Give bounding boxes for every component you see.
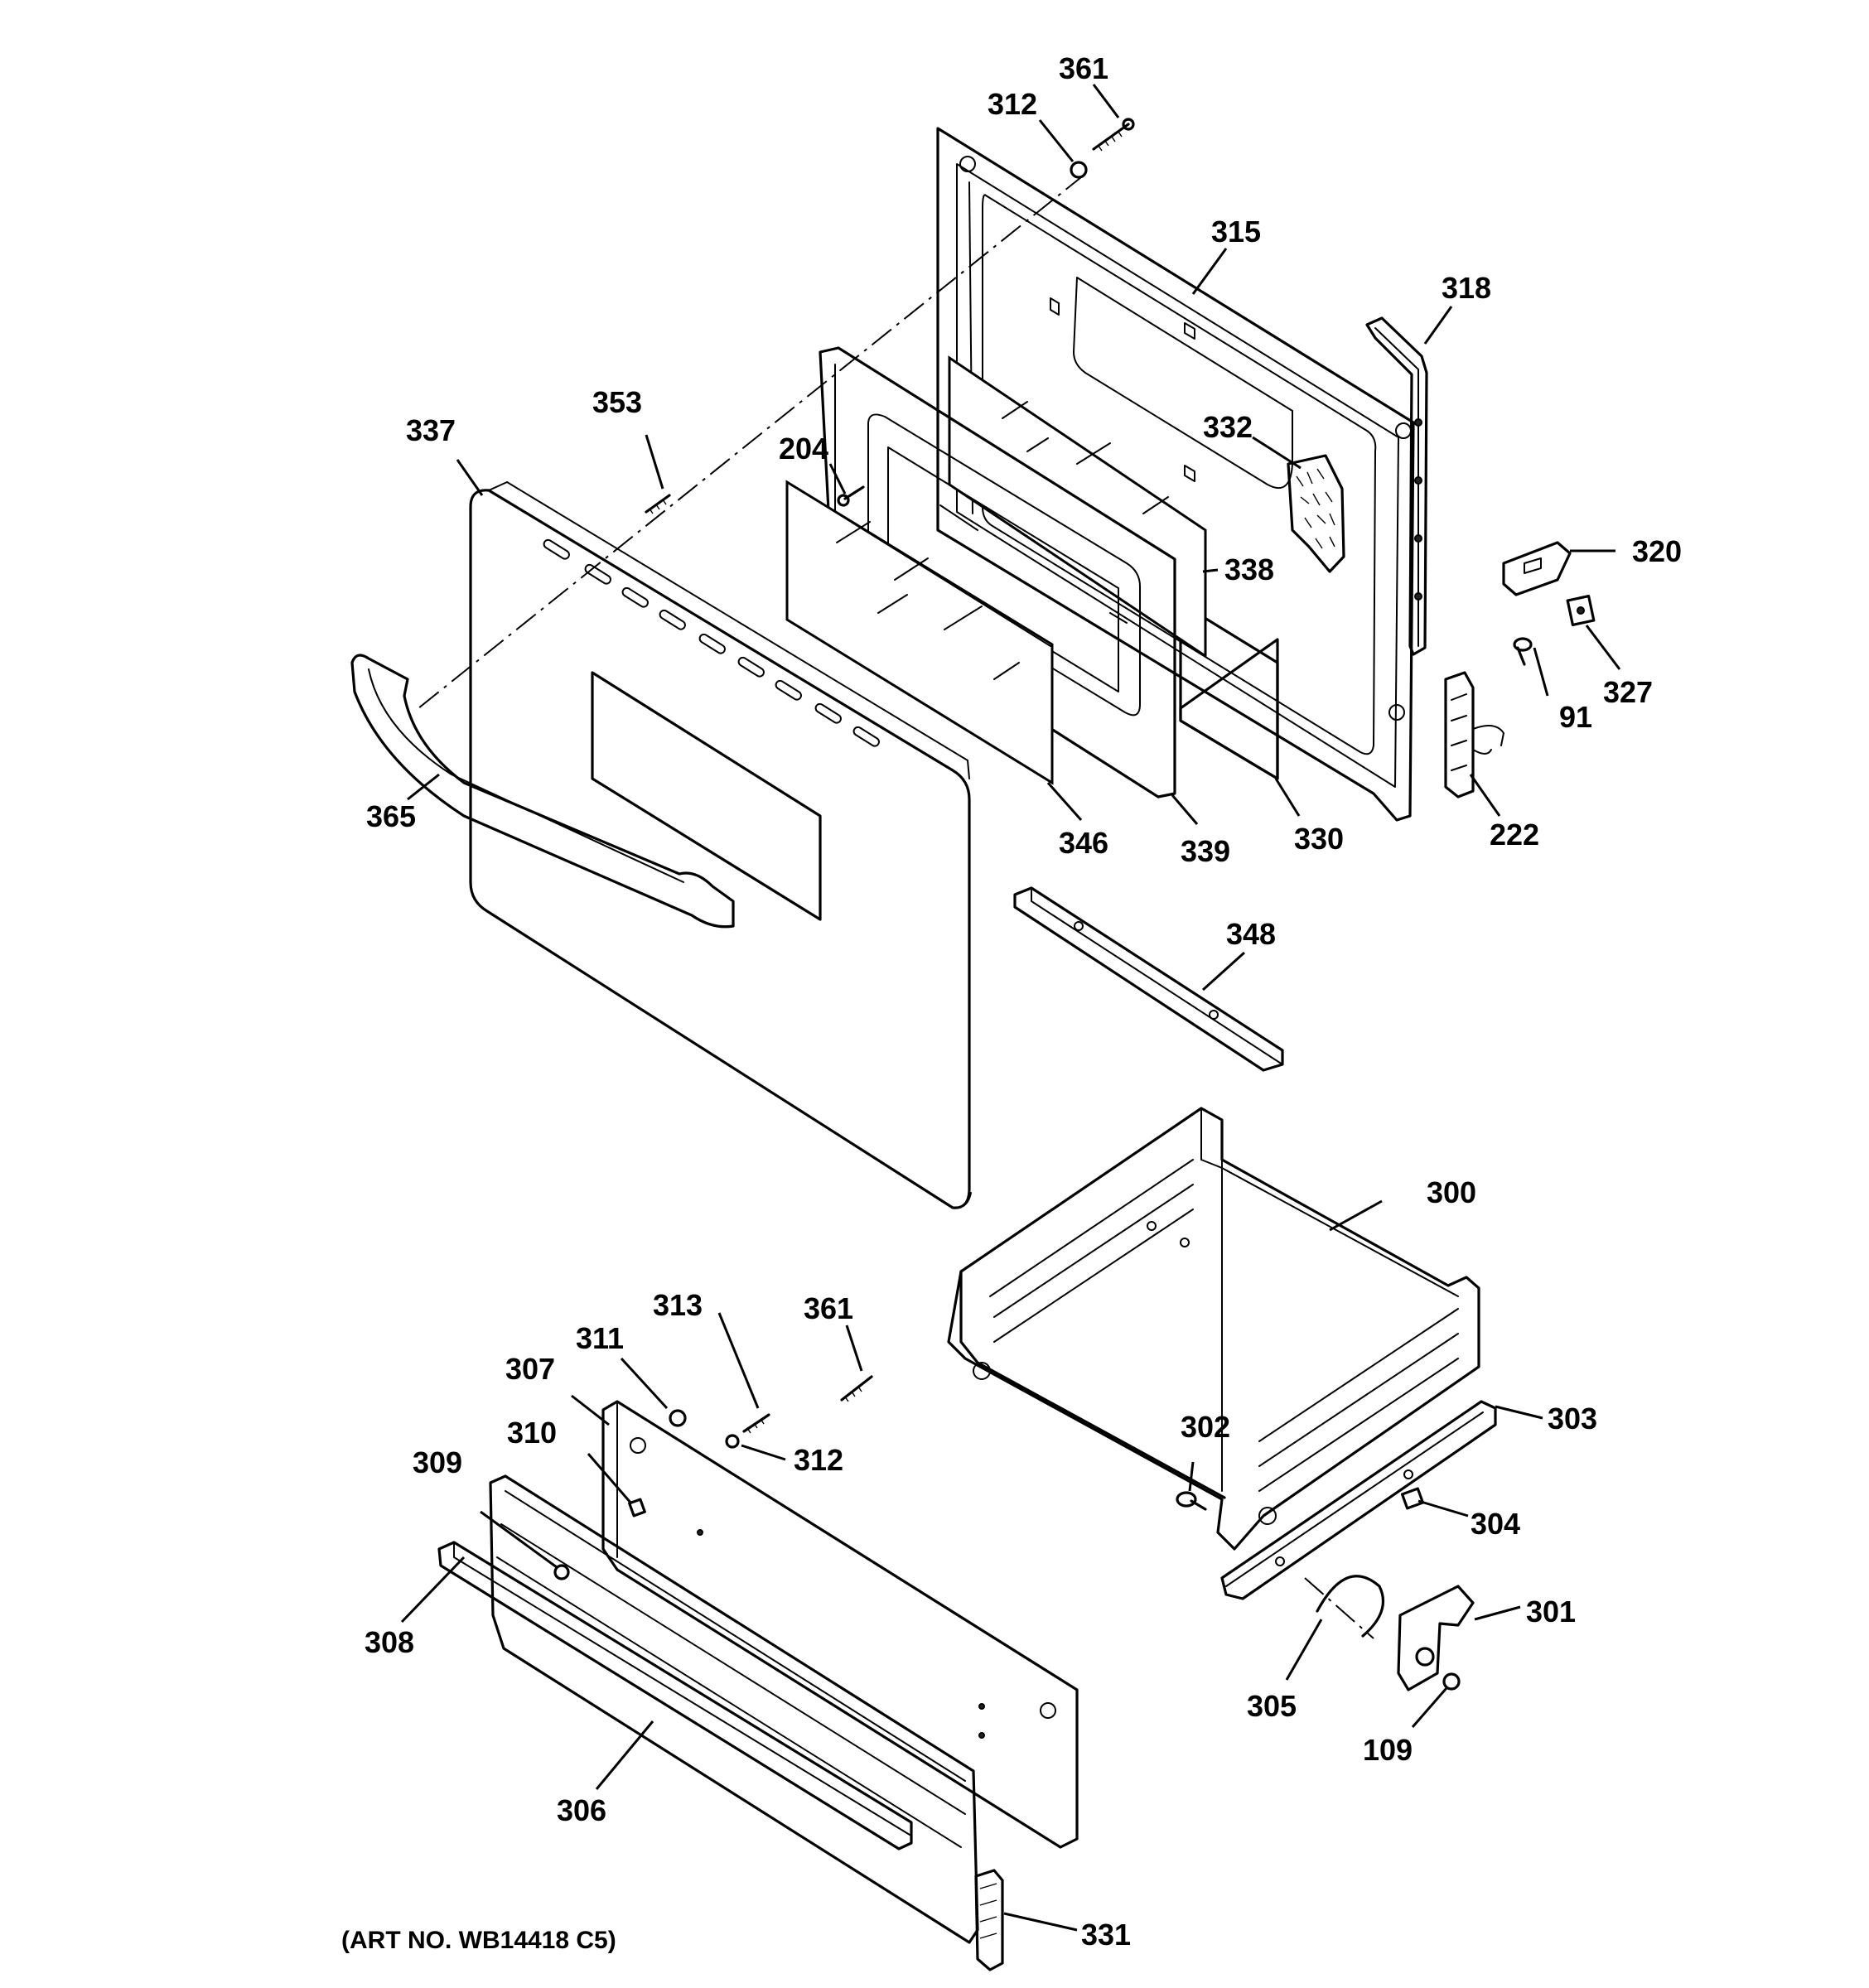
callout-361-top: 361 xyxy=(1059,51,1108,85)
callout-301: 301 xyxy=(1526,1595,1576,1629)
callout-109: 109 xyxy=(1363,1733,1413,1767)
hinge-clip-part xyxy=(1566,595,1596,626)
callout-labels: 361 312 315 318 337 353 204 332 338 320 … xyxy=(365,51,1682,1952)
callout-222: 222 xyxy=(1490,818,1539,852)
drawer-front-inner-panel-part xyxy=(601,1400,1079,1849)
screw-361-top-part xyxy=(1092,118,1135,152)
callout-361-bottom: 361 xyxy=(804,1291,853,1325)
callout-307: 307 xyxy=(505,1352,555,1386)
drawer-side-clip-part xyxy=(974,1869,1004,1971)
alignment-line-lower xyxy=(1304,1577,1374,1639)
hinge-receptacle-part xyxy=(1502,541,1572,596)
screw-309-part xyxy=(553,1564,570,1580)
callout-330: 330 xyxy=(1294,822,1344,856)
door-bottom-trim-part xyxy=(1013,886,1284,1072)
washer-312-top-part xyxy=(1070,161,1088,179)
drawer-clip-ring-part xyxy=(1316,1575,1385,1638)
drawer-bracket-part xyxy=(1397,1585,1475,1691)
callout-308: 308 xyxy=(365,1625,414,1659)
callout-339: 339 xyxy=(1181,834,1230,868)
stud-310-part xyxy=(628,1498,646,1518)
callout-305: 305 xyxy=(1247,1689,1297,1723)
callout-365: 365 xyxy=(366,799,416,833)
door-insulation-part xyxy=(1287,454,1345,573)
door-handle-part xyxy=(350,654,735,929)
callout-313: 313 xyxy=(653,1288,703,1322)
door-vent-slots xyxy=(543,538,880,747)
callout-331: 331 xyxy=(1081,1918,1131,1952)
callout-348: 348 xyxy=(1226,917,1276,951)
callout-327: 327 xyxy=(1603,675,1653,709)
callout-320: 320 xyxy=(1632,534,1682,568)
inner-glass-part xyxy=(948,355,1207,659)
inner-door-liner-part xyxy=(936,127,1415,822)
callout-304: 304 xyxy=(1471,1507,1520,1541)
outer-glass-part xyxy=(785,480,1054,785)
callout-306: 306 xyxy=(557,1793,606,1827)
callout-309: 309 xyxy=(413,1445,462,1479)
callout-204: 204 xyxy=(779,432,828,466)
callout-302: 302 xyxy=(1181,1410,1230,1444)
leader-lines xyxy=(400,84,1621,1932)
heat-shield-part xyxy=(1179,601,1279,780)
screw-109-part xyxy=(1442,1672,1461,1691)
callout-318: 318 xyxy=(1442,271,1491,305)
screw-361-bottom-part xyxy=(840,1375,873,1402)
callout-300: 300 xyxy=(1427,1175,1476,1209)
slide-stop-part xyxy=(1400,1487,1425,1510)
callout-315: 315 xyxy=(1211,215,1261,248)
callout-91: 91 xyxy=(1559,700,1592,734)
alignment-line-upper xyxy=(418,173,1086,709)
callout-312-bottom: 312 xyxy=(794,1443,843,1477)
screw-91-part xyxy=(1513,637,1533,666)
screw-353-part xyxy=(645,494,671,514)
drawer-slide-part xyxy=(1220,1400,1497,1600)
screw-204-part xyxy=(837,485,865,507)
outer-door-panel-part xyxy=(469,481,972,1209)
callout-303: 303 xyxy=(1548,1402,1597,1436)
drawer-body-part xyxy=(947,1107,1480,1551)
callout-312-top: 312 xyxy=(988,87,1037,121)
callout-337: 337 xyxy=(406,413,456,447)
washer-312-bottom-part xyxy=(725,1434,740,1449)
callout-338: 338 xyxy=(1224,552,1274,586)
screw-313-part xyxy=(742,1413,770,1434)
callout-332: 332 xyxy=(1203,410,1253,444)
hinge-clip-hole xyxy=(1577,606,1585,615)
washer-311-part xyxy=(669,1409,687,1427)
drawer-front-panel-part xyxy=(489,1474,979,1944)
drawer-handle-part xyxy=(437,1541,913,1850)
door-hinge-part xyxy=(1444,671,1504,799)
callout-346: 346 xyxy=(1059,826,1108,860)
art-number-label: (ART NO. WB14418 C5) xyxy=(341,1927,616,1954)
callout-311: 311 xyxy=(576,1321,624,1355)
callout-310: 310 xyxy=(507,1416,557,1450)
door-side-trim-part xyxy=(1365,316,1428,656)
screw-302-part xyxy=(1176,1491,1207,1511)
callout-353: 353 xyxy=(592,385,642,419)
